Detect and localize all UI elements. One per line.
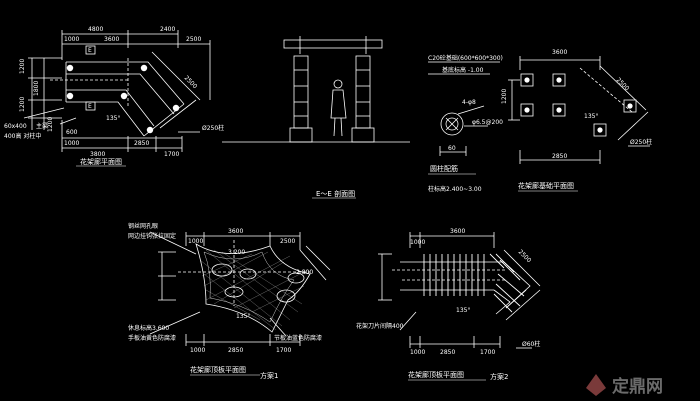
roof2-dim-bottom-a: 1000 <box>410 349 425 356</box>
roof-scheme1-mesh <box>199 249 305 331</box>
roof2-dim-bottom-b: 2850 <box>440 349 455 356</box>
foundation-dim-post: Ø250柱 <box>630 138 652 146</box>
plan-note-beam-sub: 400高 对柱中 <box>4 132 41 140</box>
roof2-dim-top-a: 1000 <box>410 239 425 246</box>
roof2-dim-post: Ø60柱 <box>522 340 540 348</box>
roof1-dim-bottom-a: 1000 <box>190 347 205 354</box>
column-label-b: φ6.5@200 <box>472 119 503 126</box>
plan-dim-bottom-d: 2850 <box>134 140 149 147</box>
roof1-dim-top-a: 1000 <box>188 238 203 245</box>
plan-posts <box>66 64 180 134</box>
foundation-dim-top: 3600 <box>552 49 567 56</box>
plan-dim-post: Ø250柱 <box>202 124 224 132</box>
roof2-dim-angle: 135° <box>456 307 470 314</box>
foundation-posts <box>524 77 633 133</box>
roof2-dim-diag: 2500 <box>517 248 533 264</box>
roof1-dim-h2: 2.800 <box>296 269 313 276</box>
column-dim-a: 60 <box>448 145 456 152</box>
watermark: 定鼎网 <box>586 374 663 397</box>
plan-dim-bottom-e: 1000 <box>64 140 79 147</box>
plan-dim-left-c: 1200 <box>19 97 26 112</box>
roof1-title: 花架廊顶板平面图 <box>190 365 246 374</box>
roof1-note5: 节板油蓝色防腐漆 <box>274 334 322 342</box>
watermark-logo-icon <box>586 374 606 396</box>
plan-mark-e-top: E <box>88 47 92 54</box>
plan-dim-sub-b: 3600 <box>104 36 119 43</box>
roof1-note4: 手板油黄色防腐漆 <box>128 334 176 342</box>
roof1-scheme: 方案1 <box>260 371 278 380</box>
plan-dim-sub-a: 1000 <box>64 36 79 43</box>
roof1-dim-angle: 135° <box>236 313 250 320</box>
roof-scheme2-drawing <box>378 232 541 381</box>
roof1-note3: 休息标高3.600 <box>128 324 169 332</box>
plan-drawing <box>23 30 211 167</box>
column-note1: C20砼基础(600*600*300) <box>428 54 503 62</box>
plan-dim-angle: 135° <box>106 115 120 122</box>
roof1-note1: 钢丝网孔眼 <box>128 222 158 230</box>
plan-dim-diag: 2500 <box>183 74 199 90</box>
foundation-drawing <box>508 56 650 192</box>
column-label-a: 4-φ8 <box>462 99 476 106</box>
roof2-note1: 花架刀片间隔400 <box>356 322 404 330</box>
foundation-dim-bottom: 2850 <box>552 153 567 160</box>
roof1-dim-top-c: 2500 <box>280 238 295 245</box>
roof2-title: 花架廊顶板平面图 <box>408 370 464 379</box>
plan-mark-e-bottom: E <box>88 103 92 110</box>
watermark-text: 定鼎网 <box>612 376 663 397</box>
plan-dim-top-b: 2400 <box>160 26 175 33</box>
plan-dim-left-a: 1200 <box>19 59 26 74</box>
foundation-title: 花架廊基础平面图 <box>518 181 574 190</box>
elevation-drawing <box>222 36 410 199</box>
roof1-dim-bottom-c: 1700 <box>276 347 291 354</box>
elevation-title: E～E 剖面图 <box>316 189 355 198</box>
column-detail <box>428 61 500 175</box>
column-title: 圆柱配筋 <box>430 164 458 173</box>
foundation-dim-left: 1200 <box>501 89 508 104</box>
plan-dim-bottom-c: 1700 <box>164 151 179 158</box>
roof1-dim-bottom-b: 2850 <box>228 347 243 354</box>
roof2-dim-bottom-c: 1700 <box>480 349 495 356</box>
plan-dim-left-b: 1800 <box>33 81 40 96</box>
plan-dim-top-a: 4800 <box>88 26 103 33</box>
plan-dim-left-d: 1200 <box>47 117 54 132</box>
roof-scheme2-slats <box>423 253 527 313</box>
plan-dim-bottom-a: 600 <box>66 129 78 136</box>
plan-note-beam-desc: 主梁 <box>36 122 48 130</box>
foundation-dim-diag: 2500 <box>615 76 631 92</box>
plan-dim-bottom-b: 3800 <box>90 151 105 158</box>
roof1-dim-top-b: 3600 <box>228 228 243 235</box>
foundation-dim-angle: 135° <box>584 113 598 120</box>
plan-dim-sub-c: 2500 <box>186 36 201 43</box>
plan-title: 花架廊平面图 <box>80 157 122 166</box>
roof1-note2: 网边挂钩张拉固定 <box>128 232 176 240</box>
roof2-scheme: 方案2 <box>490 372 508 381</box>
column-sub: 柱标高2.400~3.00 <box>428 185 482 193</box>
plan-note-beam-size: 60x400 <box>4 123 27 130</box>
roof2-dim-top-b: 3600 <box>450 228 465 235</box>
column-note2: 基底标高 -1.00 <box>442 66 484 74</box>
roof1-dim-h1: 3.200 <box>228 249 245 256</box>
